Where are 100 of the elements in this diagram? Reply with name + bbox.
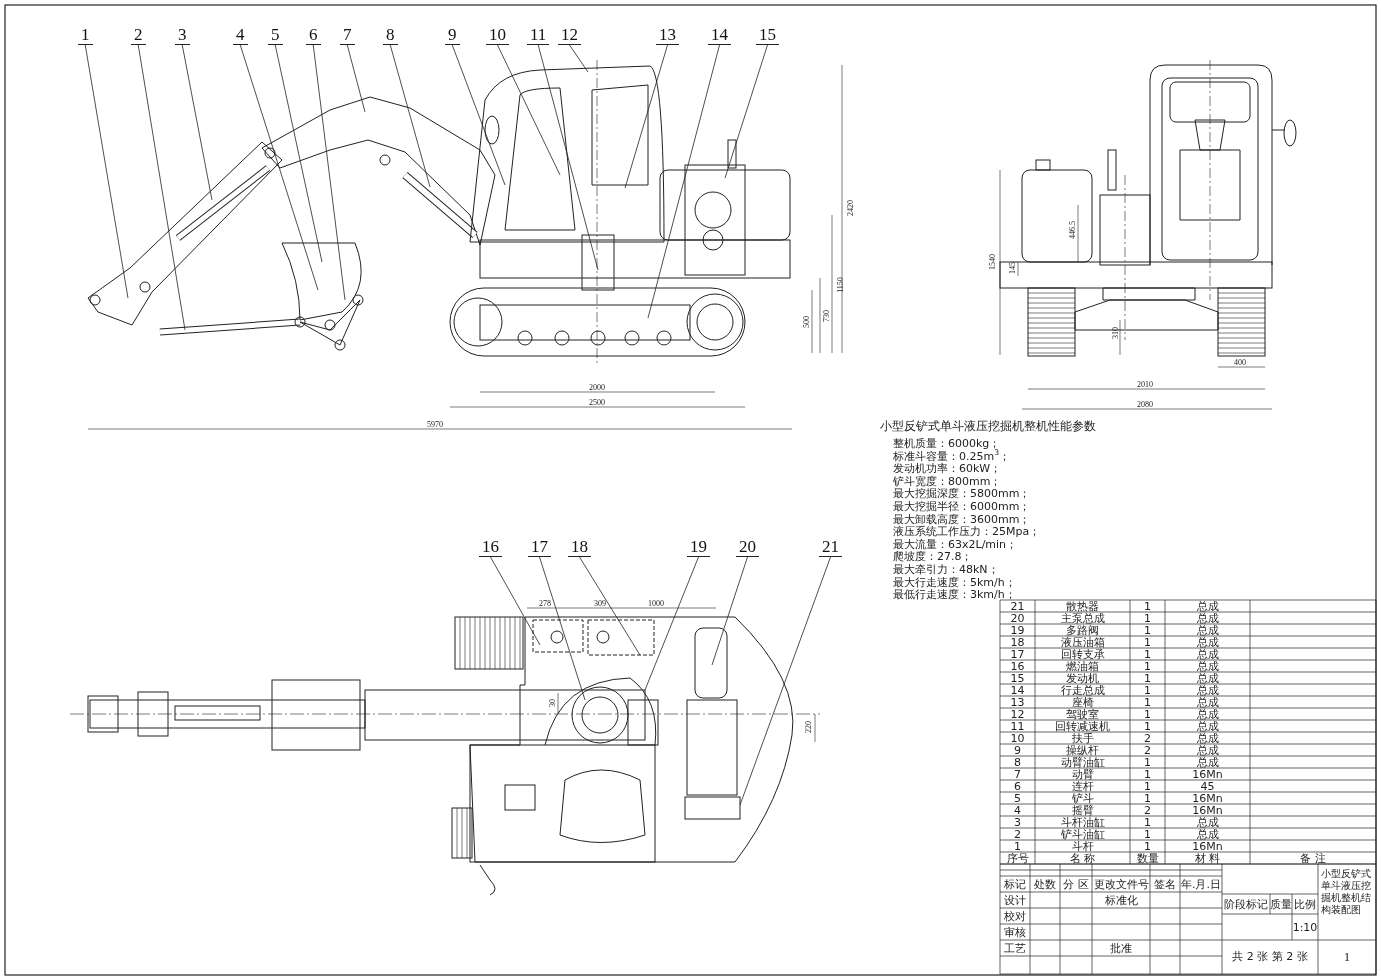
- table-cell-text: 1: [1144, 696, 1151, 708]
- sheet-number: 1: [1343, 949, 1351, 963]
- table-cell-text: 2: [1144, 804, 1151, 816]
- leader-line: [739, 556, 831, 806]
- callout-number: 13: [656, 26, 679, 45]
- table-cell-text: 回转减速机: [1055, 720, 1110, 732]
- title-block-text: 处数: [1034, 878, 1056, 890]
- dimension-label: 310: [1112, 327, 1120, 339]
- parameter-text: 爬坡度：27.8；: [893, 551, 973, 563]
- table-header-text: 备 注: [1300, 852, 1326, 864]
- callout-number: 3: [175, 26, 190, 45]
- leader-line: [312, 44, 346, 301]
- title-block-text: 签名: [1154, 878, 1176, 890]
- callout-number: 7: [340, 26, 355, 45]
- table-cell-text: 20: [1010, 612, 1025, 624]
- dimension-label: 730: [823, 310, 831, 322]
- table-cell-text: 总成: [1196, 744, 1219, 756]
- table-cell-text: 16Mn: [1192, 768, 1223, 780]
- callout-number: 17: [528, 538, 551, 557]
- table-cell-text: 16Mn: [1192, 840, 1223, 852]
- table-cell-text: 铲斗: [1071, 792, 1094, 804]
- table-cell-text: 1: [1144, 756, 1151, 768]
- table-cell-text: 总成: [1196, 624, 1219, 636]
- table-cell-text: 行走总成: [1060, 684, 1105, 696]
- table-cell-text: 液压油箱: [1060, 636, 1105, 648]
- table-cell-text: 总成: [1196, 828, 1219, 840]
- table-cell-text: 10: [1010, 732, 1025, 744]
- parameter-text: 液压系统工作压力：25Mpa；: [893, 526, 1041, 538]
- dimension-label: 2420: [847, 200, 855, 216]
- leader-line: [624, 44, 668, 189]
- table-cell-text: 总成: [1196, 696, 1219, 708]
- title-block-text: 更改文件号: [1093, 878, 1149, 890]
- table-cell-text: 19: [1010, 624, 1025, 636]
- title-block-text: 比例: [1294, 898, 1316, 910]
- table-cell-text: 总成: [1196, 672, 1219, 684]
- callout-number: 6: [306, 26, 321, 45]
- dimension-label: 446.5: [1069, 221, 1077, 239]
- table-cell-text: 2: [1014, 828, 1021, 840]
- title-block-text: 标准化: [1104, 894, 1138, 906]
- table-cell-text: 主泵总成: [1060, 612, 1105, 624]
- table-cell-text: 连杆: [1071, 780, 1094, 792]
- table-header-text: 材 料: [1194, 852, 1221, 864]
- callout-number: 19: [687, 538, 710, 557]
- table-cell-text: 1: [1144, 708, 1151, 720]
- callout-number: 11: [527, 26, 550, 45]
- dimension-label: 500: [803, 316, 811, 328]
- dimension-label: 2010: [1137, 381, 1153, 389]
- table-cell-text: 8: [1014, 756, 1021, 768]
- dimension-label: 1000: [648, 600, 664, 608]
- dimension-label: 2000: [589, 384, 605, 392]
- table-cell-text: 14: [1010, 684, 1025, 696]
- table-cell-text: 1: [1144, 840, 1151, 852]
- callout-number: 5: [268, 26, 283, 45]
- table-cell-text: 1: [1144, 636, 1151, 648]
- table-cell-text: 15: [1010, 672, 1025, 684]
- table-cell-text: 1: [1144, 828, 1151, 840]
- leader-line: [389, 44, 431, 188]
- table-cell-text: 驾驶室: [1066, 708, 1099, 720]
- table-cell-text: 总成: [1196, 648, 1219, 660]
- leader-line: [346, 44, 366, 113]
- table-cell-text: 18: [1010, 636, 1025, 648]
- table-cell-text: 4: [1014, 804, 1021, 816]
- leader-line: [451, 44, 506, 186]
- callout-number: 21: [819, 538, 842, 557]
- parameters-heading: 小型反铲式单斗液压挖掘机整机性能参数: [880, 420, 1096, 432]
- leader-line: [644, 556, 699, 691]
- table-header-text: 名 称: [1069, 852, 1096, 864]
- title-block-text: 校对: [1004, 910, 1026, 922]
- table-cell-text: 发动机: [1066, 672, 1099, 684]
- leader-line: [274, 44, 323, 263]
- callout-number: 18: [568, 538, 591, 557]
- title-block-text: 分 区: [1063, 878, 1089, 890]
- table-cell-text: 总成: [1196, 816, 1219, 828]
- title-block-text: 年.月.日: [1181, 878, 1221, 890]
- table-cell-text: 12: [1010, 708, 1025, 720]
- table-cell-text: 7: [1014, 768, 1021, 780]
- dimension-label: 2080: [1137, 401, 1153, 409]
- table-cell-text: 多路阀: [1066, 624, 1099, 636]
- table-cell-text: 1: [1014, 840, 1021, 852]
- parameter-text: 最低行走速度：3km/h；: [893, 589, 1016, 601]
- table-cell-text: 燃油箱: [1066, 660, 1099, 672]
- table-cell-text: 1: [1144, 720, 1151, 732]
- table-cell-text: 45: [1200, 780, 1215, 792]
- table-cell-text: 21: [1010, 600, 1025, 612]
- table-cell-text: 动臂油缸: [1060, 756, 1105, 768]
- parameter-text: 最大挖掘半径：6000mm；: [893, 501, 1031, 512]
- leader-line: [647, 44, 720, 319]
- title-block-text: 共 2 张 第 2 张: [1232, 950, 1308, 962]
- table-cell-text: 1: [1144, 684, 1151, 696]
- callout-number: 4: [233, 26, 248, 45]
- title-block-text: 设计: [1004, 894, 1026, 906]
- dimension-label: 5970: [427, 421, 443, 429]
- table-cell-text: 16Mn: [1192, 804, 1223, 816]
- parameter-text: 整机质量：6000kg；: [893, 438, 1001, 449]
- table-cell-text: 16: [1010, 660, 1025, 672]
- leader-line: [239, 44, 319, 291]
- callout-number: 20: [736, 538, 759, 557]
- table-cell-text: 斗杆: [1071, 840, 1094, 852]
- table-cell-text: 2: [1144, 732, 1151, 744]
- table-cell-text: 总成: [1196, 636, 1219, 648]
